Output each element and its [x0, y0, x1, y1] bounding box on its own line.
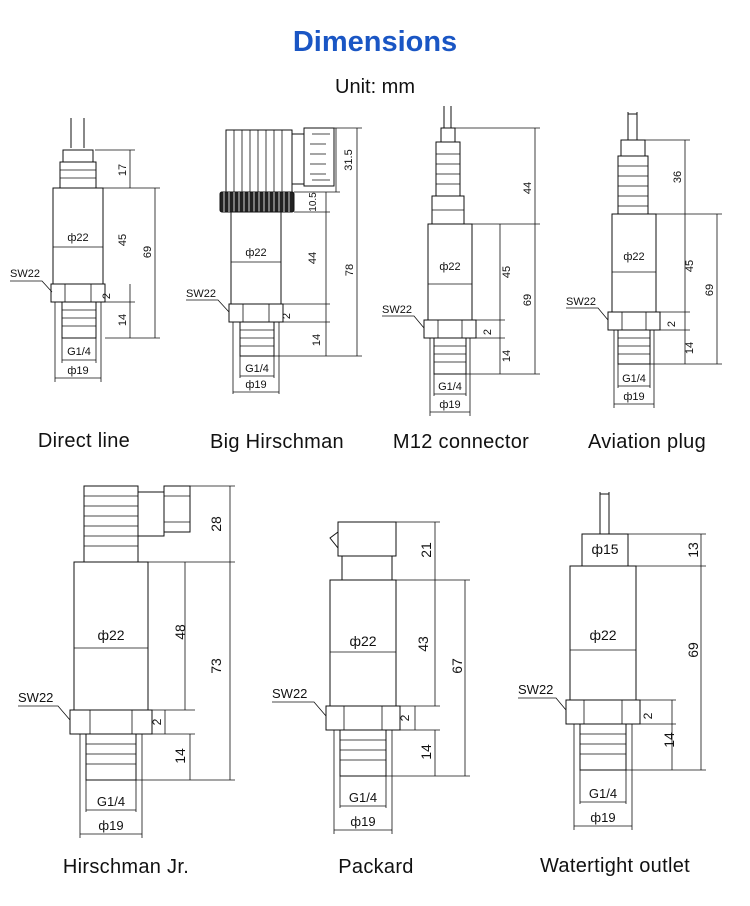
dim-top: 44: [522, 182, 534, 194]
dim-total: 73: [208, 658, 224, 674]
wrench-size-label: SW22: [566, 296, 596, 308]
body-diameter-label: ф22: [245, 247, 266, 259]
dim-total: 69: [142, 246, 154, 258]
dim-thread-length: 14: [501, 350, 513, 362]
dim-body: 44: [307, 252, 319, 264]
body-diameter-label: ф22: [439, 261, 460, 273]
dim-hex: 2: [641, 712, 655, 719]
body-diameter-label: ф22: [67, 232, 88, 244]
drawing-hirschman-jr: ф22 SW22 28 48 73 2 14 G1/4 ф19: [18, 485, 235, 838]
thread-diameter-label: ф19: [98, 818, 123, 833]
dim-thread-length: 14: [172, 748, 188, 764]
dim-thread-length: 14: [661, 732, 677, 748]
dim-thread-length: 14: [684, 342, 696, 354]
thread-label: G1/4: [97, 794, 125, 809]
caption-packard: Packard: [338, 856, 414, 878]
body-diameter-label: ф22: [97, 627, 124, 643]
dim-hex: 2: [101, 293, 113, 299]
dim-top: 36: [672, 171, 684, 183]
dim-thread-length: 14: [311, 334, 323, 346]
wrench-size-label: SW22: [186, 288, 216, 300]
thread-label: G1/4: [67, 346, 91, 358]
dim-thread-length: 14: [117, 314, 129, 326]
dim-total: 67: [449, 658, 465, 674]
caption-watertight-outlet: Watertight outlet: [540, 855, 690, 877]
wrench-size-label: SW22: [272, 686, 307, 701]
dim-total: 69: [522, 294, 534, 306]
caption-aviation-plug: Aviation plug: [587, 431, 707, 453]
caption-big-hirschman: Big Hirschman: [210, 431, 344, 453]
caption-m12-connector: M12 connector: [392, 431, 530, 453]
thread-diameter-label: ф19: [245, 379, 266, 391]
cap-diameter-label: ф15: [591, 541, 618, 557]
dim-hex: 2: [666, 321, 678, 327]
drawing-big-hirschman: ф22 SW22 31.5 10.5 44 78 2 14 G1/4 ф19: [186, 127, 362, 394]
thread-label: G1/4: [349, 790, 377, 805]
dim-thread-length: 14: [418, 744, 434, 760]
dim-body: 45: [117, 234, 129, 246]
dim-body: 43: [415, 636, 431, 652]
dim-top: 13: [685, 542, 701, 558]
thread-diameter-label: ф19: [439, 399, 460, 411]
drawing-watertight-outlet: ф15 ф22 SW22 13 69 2 14 G1/4 ф19: [518, 492, 706, 830]
thread-label: G1/4: [245, 363, 269, 375]
dim-body: 45: [684, 260, 696, 272]
thread-diameter-label: ф19: [590, 810, 615, 825]
thread-label: G1/4: [438, 381, 462, 393]
dim-total: 69: [685, 642, 701, 658]
wrench-size-label: SW22: [518, 682, 553, 697]
dim-top: 21: [418, 542, 434, 558]
dim-total: 78: [344, 264, 356, 276]
dim-hex: 2: [482, 329, 494, 335]
thread-label: G1/4: [622, 373, 646, 385]
dim-hex: 2: [150, 718, 164, 725]
body-diameter-label: ф22: [349, 633, 376, 649]
wrench-size-label: SW22: [18, 690, 53, 705]
caption-direct-line: Direct line: [37, 430, 131, 452]
drawing-aviation-plug: ф22 SW22 36 45 69 2 14 G1/4 ф19: [566, 112, 722, 408]
dim-hex: 2: [281, 313, 293, 319]
thread-label: G1/4: [589, 786, 617, 801]
dim-nut: 10.5: [308, 192, 319, 212]
wrench-size-label: SW22: [10, 268, 40, 280]
dim-top: 17: [117, 164, 129, 176]
wrench-size-label: SW22: [382, 304, 412, 316]
caption-hirschman-jr: Hirschman Jr.: [62, 856, 190, 878]
dim-hex: 2: [398, 714, 412, 721]
dim-body: 45: [501, 266, 513, 278]
unit-label: Unit: mm: [335, 76, 415, 98]
page-title: Dimensions: [292, 26, 458, 58]
thread-diameter-label: ф19: [623, 391, 644, 403]
dim-top: 28: [208, 516, 224, 532]
drawing-m12-connector: ф22 SW22 44 45 69 2 14 G1/4 ф19: [382, 106, 540, 416]
body-diameter-label: ф22: [589, 627, 616, 643]
dim-connector: 31.5: [343, 149, 355, 170]
body-diameter-label: ф22: [623, 251, 644, 263]
drawing-packard: ф22 SW22 21 43 67 2 14 G1/4 ф19: [272, 521, 470, 834]
thread-diameter-label: ф19: [350, 814, 375, 829]
drawing-direct-line: ф22 SW22 17 45 69 2 14 G1/4 ф19: [10, 118, 160, 382]
thread-diameter-label: ф19: [67, 365, 88, 377]
dim-body: 48: [172, 624, 188, 640]
dim-total: 69: [704, 284, 716, 296]
